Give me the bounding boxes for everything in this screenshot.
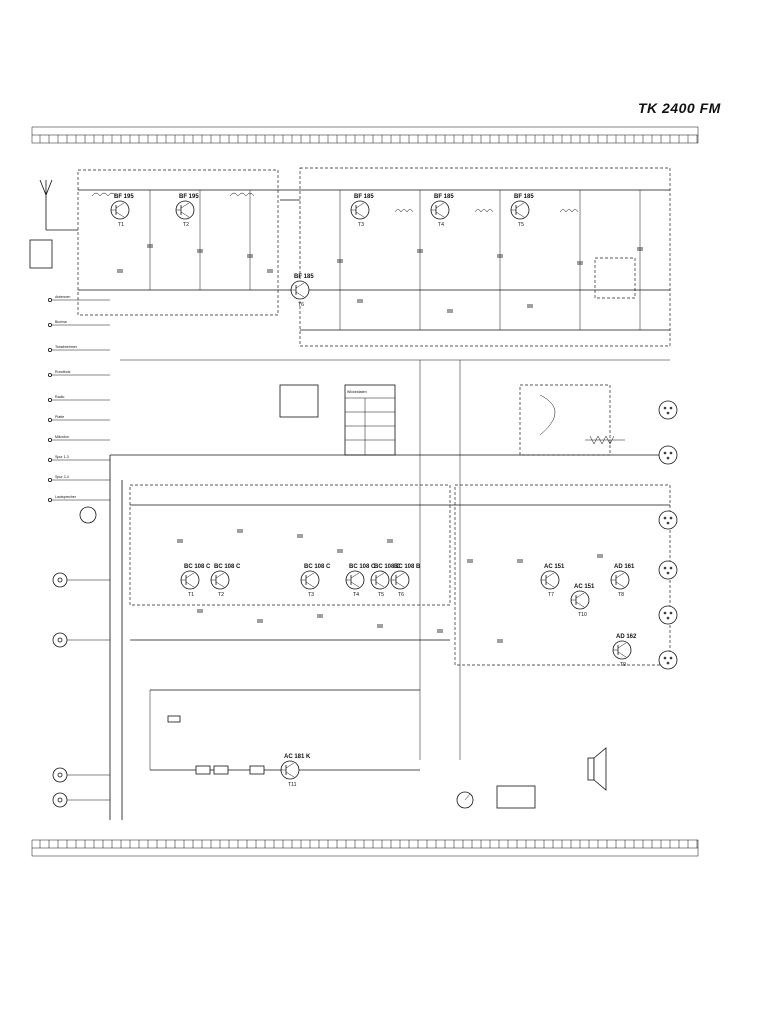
terminal-icon (48, 297, 53, 302)
transistor-ref: T2 (183, 222, 189, 228)
transistor-type: BF 185 (294, 274, 314, 280)
transistor: BC 108 C T3 (300, 564, 331, 598)
side-label: Spur 2-4 (55, 475, 69, 479)
side-label: Spur 1-3 (55, 455, 69, 459)
transistor-type: AC 151 (574, 584, 595, 590)
transistor-ref: T11 (288, 782, 297, 788)
transistor: AC 181 K T11 (280, 754, 311, 788)
terminal-icon (48, 477, 53, 482)
transistor-type: BF 195 (114, 194, 134, 200)
din-socket-icon (658, 400, 678, 420)
din-socket-icon (79, 506, 97, 524)
transistor-ref: T9 (620, 662, 626, 668)
transistor: BC 108 C T5 (370, 564, 401, 598)
transistor: BC 108 C T1 (180, 564, 211, 598)
transistor-type: BC 108 C (349, 564, 376, 570)
terminal-icon (48, 347, 53, 352)
transistor: BC 108 C T2 (210, 564, 241, 598)
fm-tuner-block (29, 167, 671, 347)
transistor-ref: T8 (618, 592, 624, 598)
side-label: Buchse (55, 320, 67, 324)
transistor-ref: T1 (188, 592, 194, 598)
terminal-icon (48, 372, 53, 377)
bottom-ruler (31, 839, 699, 857)
transistor: BC 108 C T4 (345, 564, 376, 598)
bias-oscillator-section (149, 689, 536, 809)
transistor-ref: T7 (548, 592, 554, 598)
transistor-type: BC 108 B (394, 564, 421, 570)
top-ruler (31, 126, 699, 144)
transistor-ref: T10 (578, 612, 587, 618)
output-section (519, 384, 678, 791)
side-label: Antennen (55, 295, 70, 299)
side-label: Lautsprecher (55, 495, 77, 499)
transistor-ref: T4 (438, 222, 444, 228)
transistor-ref: T2 (218, 592, 224, 598)
side-label: Mikrofon (55, 435, 69, 439)
transistor-type: BF 185 (434, 194, 454, 200)
transistor-ref: T3 (358, 222, 364, 228)
left-connectors: AntennenBuchseTonabnehmerRundfunkRadioPl… (48, 295, 110, 808)
transistor-type: BF 185 (354, 194, 374, 200)
transistor-type: BC 108 C (304, 564, 331, 570)
transistor-ref: T4 (353, 592, 359, 598)
table-title: Wickeldaten (347, 390, 367, 394)
din-socket-icon (658, 650, 678, 670)
terminal-icon (48, 417, 53, 422)
din-socket-icon (658, 510, 678, 530)
transistor-ref: T3 (308, 592, 314, 598)
transistor: BC 108 B T6 (390, 564, 421, 598)
side-label: Platte (55, 415, 64, 419)
transistor-type: AD 162 (616, 634, 637, 640)
table-block: Wickeldaten (279, 384, 396, 456)
side-label: Rundfunk (55, 370, 71, 374)
din-socket-icon (658, 560, 678, 580)
transistor-ref: T6 (398, 592, 404, 598)
side-label: Tonabnehmer (55, 345, 78, 349)
document-title: TK 2400 FM (638, 100, 721, 116)
terminal-icon (48, 322, 53, 327)
audio-amplifier-block (109, 359, 671, 820)
transistor-type: AD 161 (614, 564, 635, 570)
speaker-icon (587, 757, 595, 781)
transistor-ref: T1 (118, 222, 124, 228)
transistor-ref: T5 (518, 222, 524, 228)
transistor-type: BF 185 (514, 194, 534, 200)
transistor-type: AC 151 (544, 564, 565, 570)
din-socket-icon (658, 605, 678, 625)
transistor-type: BC 108 C (214, 564, 241, 570)
terminal-icon (48, 457, 53, 462)
terminal-icon (48, 397, 53, 402)
transistor-type: BC 108 C (184, 564, 211, 570)
terminal-icon (48, 497, 53, 502)
transistor-type: BC 108 C (374, 564, 401, 570)
transistor-ref: T5 (378, 592, 384, 598)
terminal-icon (48, 437, 53, 442)
transistor-ref: T6 (298, 302, 304, 308)
transistor-type: AC 181 K (284, 754, 311, 760)
din-socket-icon (658, 445, 678, 465)
transistor-type: BF 195 (179, 194, 199, 200)
side-label: Radio (55, 395, 64, 399)
